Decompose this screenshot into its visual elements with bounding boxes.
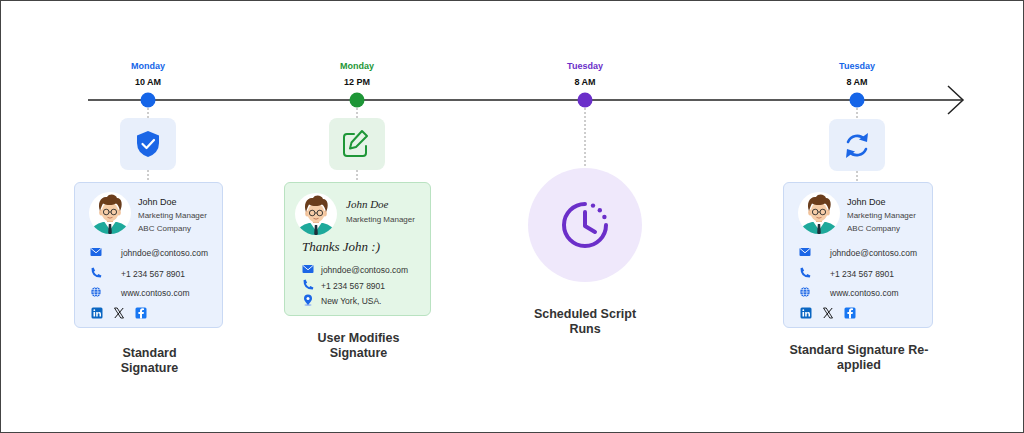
job-title: Marketing Manager xyxy=(138,211,207,221)
clock-icon xyxy=(564,203,607,246)
social-icon xyxy=(92,308,103,319)
node-caption: Scheduled Script Runs xyxy=(523,307,647,337)
contact-icon xyxy=(91,268,101,278)
clock-circle: Scheduled Script Runs xyxy=(528,168,642,282)
contact-icon xyxy=(303,265,314,273)
contact-icon xyxy=(800,287,810,297)
social-icon xyxy=(92,308,856,319)
signature-card: John DoeMarketing ManagerThanks John :) j… xyxy=(284,182,431,316)
timeline-dot xyxy=(850,93,865,108)
signature-card: John DoeMarketing ManagerABC Company john… xyxy=(74,182,223,328)
contact-icon xyxy=(303,280,313,290)
edit-icon xyxy=(350,131,367,149)
node-caption: Standard Signature xyxy=(100,346,200,376)
location-text: New York, USA. xyxy=(321,296,381,306)
sync-icon xyxy=(829,119,885,171)
note-text: Thanks John :) xyxy=(302,239,380,254)
person-name: John Doe xyxy=(138,197,177,208)
sync-icon xyxy=(859,133,868,142)
shield-icon xyxy=(143,140,155,148)
contact-icon xyxy=(800,248,811,256)
timeline-dot xyxy=(141,93,865,108)
leader-line xyxy=(357,170,358,182)
time-label: 8 AM xyxy=(574,76,595,88)
phone-text: +1 234 567 8901 xyxy=(321,281,385,291)
timeline-dot xyxy=(350,93,365,108)
shield-icon xyxy=(137,131,159,157)
signature-card: John DoeMarketing ManagerABC Company john… xyxy=(783,182,933,328)
contact-icon xyxy=(800,268,810,278)
leader-line xyxy=(585,100,586,168)
leader-line xyxy=(857,171,858,182)
person-name: John Doe xyxy=(847,197,886,208)
time-label: 12 PM xyxy=(344,76,370,88)
email-text: johndoe@contoso.com xyxy=(830,248,917,258)
social-icon xyxy=(824,308,833,318)
contact-icon xyxy=(304,295,312,307)
contact-icon xyxy=(91,287,101,297)
avatar-illustration xyxy=(295,193,337,239)
company-name: ABC Company xyxy=(138,224,191,234)
time-label: 8 AM xyxy=(846,76,867,88)
shield-icon xyxy=(120,118,176,170)
node-caption: Standard Signature Re-applied xyxy=(789,343,929,373)
avatar-illustration xyxy=(798,192,840,238)
day-label: Tuesday xyxy=(567,60,603,72)
company-name: ABC Company xyxy=(847,224,900,234)
node-caption: User Modifies Signature xyxy=(309,331,409,361)
day-label: Monday xyxy=(340,60,374,72)
shield-icon xyxy=(120,118,176,170)
contact-icon xyxy=(91,248,102,256)
social-icon xyxy=(801,308,812,319)
avatar-illustration xyxy=(89,192,840,239)
social-icon xyxy=(845,308,856,319)
timeline-axis xyxy=(948,86,963,114)
social-icon xyxy=(115,308,124,318)
timeline-dot xyxy=(578,93,593,108)
contact-icon xyxy=(91,248,811,306)
avatar-illustration xyxy=(89,192,131,238)
leader-line xyxy=(148,100,857,182)
sync-icon xyxy=(846,149,855,158)
sync-icon xyxy=(829,119,885,171)
social-icon xyxy=(136,308,147,319)
clock-icon xyxy=(585,212,595,232)
clock-icon xyxy=(591,203,595,207)
timeline-dot xyxy=(141,93,156,108)
phone-text: +1 234 567 8901 xyxy=(121,269,185,279)
time-label: 10 AM xyxy=(135,76,161,88)
job-title: Marketing Manager xyxy=(346,215,415,225)
job-title: Marketing Manager xyxy=(847,211,916,221)
email-text: johndoe@contoso.com xyxy=(121,248,208,258)
phone-text: +1 234 567 8901 xyxy=(830,269,894,279)
clock-icon xyxy=(598,208,602,212)
timeline-axis xyxy=(88,99,962,101)
day-label: Monday xyxy=(131,60,165,72)
person-name: John Doe xyxy=(346,198,388,211)
edit-icon xyxy=(329,118,385,170)
clock-icon xyxy=(564,204,606,246)
leader-line xyxy=(148,170,149,182)
website-text: www.contoso.com xyxy=(121,288,190,298)
clock-icon xyxy=(602,215,606,219)
email-text: johndoe@contoso.com xyxy=(321,265,408,275)
website-text: www.contoso.com xyxy=(830,288,899,298)
day-label: Tuesday xyxy=(839,60,875,72)
timeline-axis xyxy=(88,86,963,114)
edit-icon xyxy=(329,118,385,170)
